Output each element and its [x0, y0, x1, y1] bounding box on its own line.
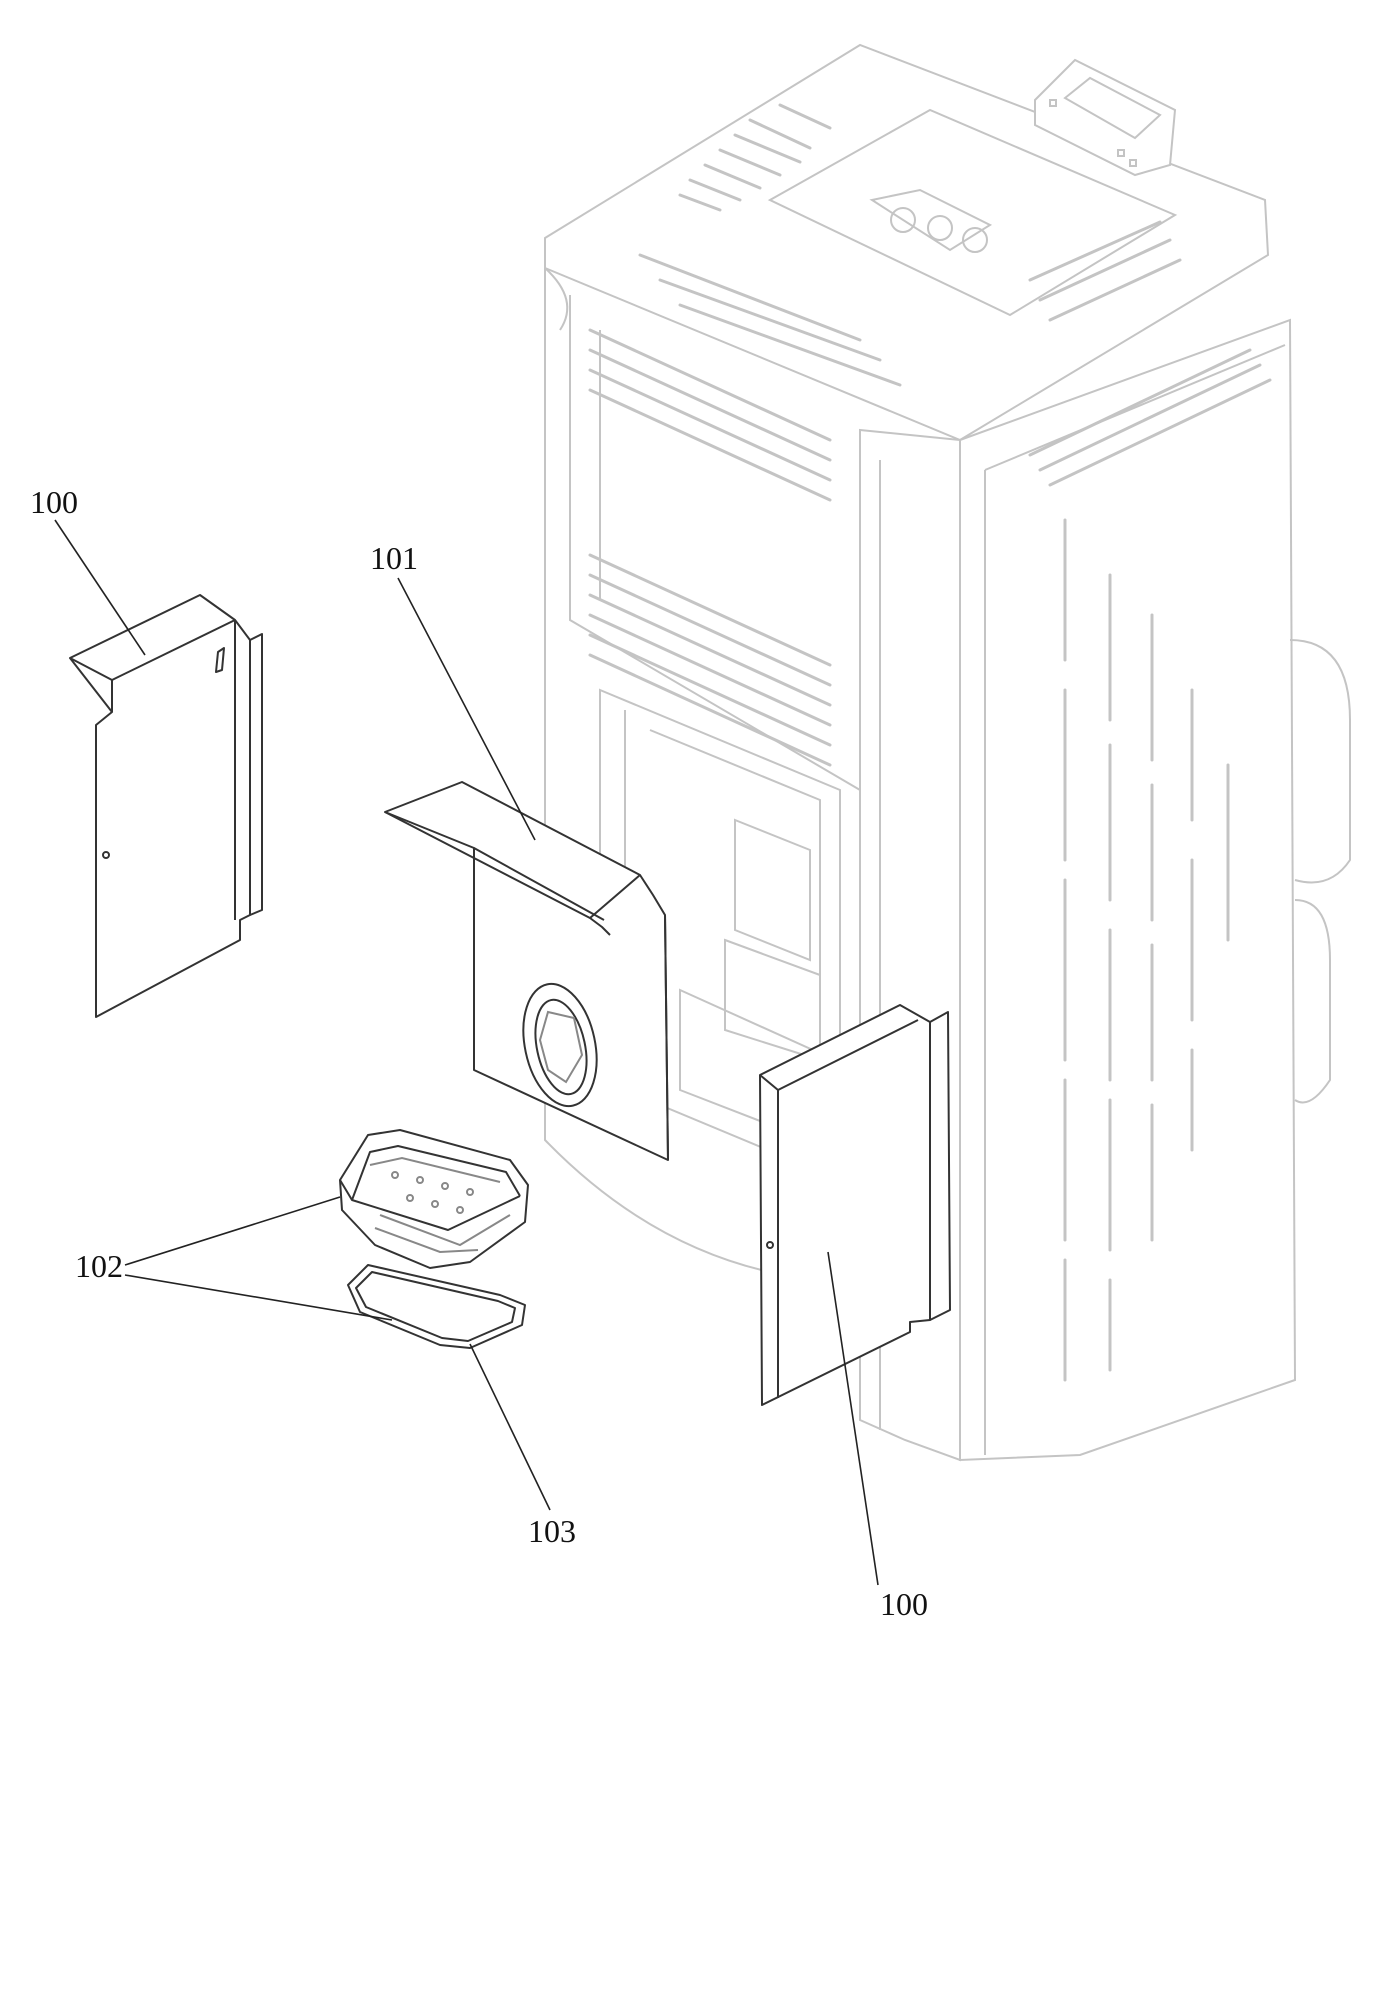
side-vent-slots — [1063, 518, 1230, 1382]
front-upper-grille — [588, 328, 832, 767]
leader-102-lower — [124, 1274, 393, 1321]
callout-100-left: 100 — [30, 484, 78, 520]
callout-102: 102 — [75, 1248, 123, 1284]
leader-lines — [54, 519, 879, 1586]
leader-101 — [397, 577, 536, 841]
callout-101: 101 — [370, 540, 418, 576]
part-103-gasket — [347, 1264, 526, 1349]
leader-102-upper — [124, 1196, 341, 1266]
part-100-left-panel — [69, 594, 263, 1018]
burn-pot-port — [522, 982, 598, 1108]
leader-100-right — [827, 1251, 879, 1586]
callout-103: 103 — [528, 1513, 576, 1549]
part-100-right-panel — [759, 1004, 951, 1406]
part-102-burn-pot — [339, 1129, 529, 1269]
control-panel — [1034, 58, 1177, 177]
leader-103 — [469, 1343, 551, 1511]
callout-100-right: 100 — [880, 1586, 928, 1622]
leader-100-left — [54, 519, 146, 656]
top-vent-slots — [638, 103, 1182, 387]
stove-body — [544, 43, 1351, 1462]
